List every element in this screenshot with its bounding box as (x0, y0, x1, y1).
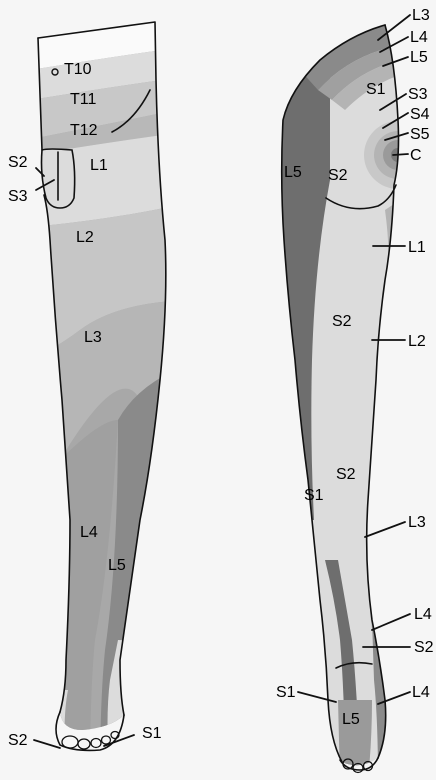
back-label-l3-top: L3 (412, 7, 430, 24)
front-label-s1-foot: S1 (142, 725, 162, 742)
back-leg (270, 0, 432, 780)
front-toes (62, 732, 119, 750)
back-label-c: C (410, 147, 422, 164)
back-label-s5: S5 (410, 126, 430, 143)
front-label-s2-foot: S2 (8, 732, 28, 749)
front-label-l3: L3 (84, 329, 102, 346)
front-label-t11: T11 (70, 91, 96, 108)
back-label-l4-top: L4 (410, 29, 428, 46)
back-label-l2: L2 (408, 333, 426, 350)
back-label-l5-top: L5 (410, 49, 428, 66)
back-label-s4: S4 (410, 106, 430, 123)
front-label-t10: T10 (64, 61, 92, 78)
back-label-l1: L1 (408, 239, 426, 256)
back-label-s1-calf: S1 (304, 487, 324, 504)
front-label-l1: L1 (90, 157, 108, 174)
back-label-s1-buttock: S1 (366, 81, 386, 98)
front-label-t12: T12 (70, 122, 98, 139)
back-label-l5-foot: L5 (342, 711, 360, 728)
front-label-s2: S2 (8, 154, 28, 171)
front-band-l1 (0, 130, 200, 230)
front-label-s3: S3 (8, 188, 28, 205)
back-label-s2-calf: S2 (336, 466, 356, 483)
back-label-l4-calf: L4 (414, 606, 432, 623)
front-label-l2: L2 (76, 229, 94, 246)
back-label-s2-ankle: S2 (414, 639, 434, 656)
back-label-s2-thigh: S2 (332, 313, 352, 330)
back-label-l3-calf: L3 (408, 514, 426, 531)
front-band-s1 (108, 640, 201, 780)
back-label-s2-buttock: S2 (328, 167, 348, 184)
front-dermatome-bands (0, 0, 200, 780)
front-label-l4: L4 (80, 524, 98, 541)
back-label-s3: S3 (408, 86, 428, 103)
back-label-s1-heel: S1 (276, 684, 296, 701)
front-label-l5: L5 (108, 557, 126, 574)
back-label-l4-foot: L4 (412, 684, 430, 701)
back-label-l5-thigh: L5 (284, 164, 302, 181)
back-band-l3-calf (369, 440, 400, 630)
front-leg (0, 0, 200, 780)
